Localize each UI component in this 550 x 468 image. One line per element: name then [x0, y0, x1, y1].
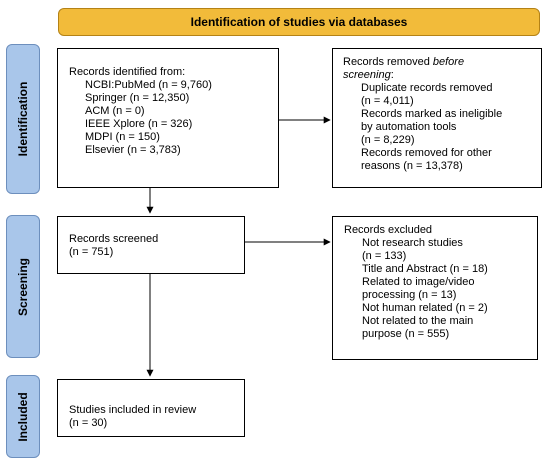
excluded-item: Not research studies — [362, 237, 463, 249]
records-excluded-heading: Records excluded — [344, 224, 433, 236]
records-excluded-box: Records excluded Not research studies (n… — [332, 216, 538, 360]
phase-screening: Screening — [6, 215, 40, 358]
source-item: IEEE Xplore (n = 326) — [85, 118, 193, 130]
records-removed-heading: Records removed before — [343, 56, 465, 68]
excluded-item: Not human related (n = 2) — [362, 302, 488, 314]
excluded-item: (n = 133) — [362, 250, 407, 262]
removed-item: (n = 4,011) — [361, 95, 414, 107]
excluded-item: Not related to the main — [362, 315, 474, 327]
excluded-item: Title and Abstract (n = 18) — [362, 263, 488, 275]
records-identified-box: Records identified from: NCBI:PubMed (n … — [57, 48, 279, 188]
removed-item: Records removed for other — [361, 147, 492, 159]
source-item: Springer (n = 12,350) — [85, 92, 190, 104]
records-screened-box: Records screened (n = 751) — [57, 216, 245, 274]
source-item: Elsevier (n = 3,783) — [85, 144, 181, 156]
removed-item: reasons (n = 13,378) — [361, 160, 463, 172]
removed-item: Duplicate records removed — [361, 82, 493, 94]
phase-identification: Identification — [6, 44, 40, 194]
header-title: Identification of studies via databases — [190, 15, 408, 29]
phase-included: Included — [6, 375, 40, 458]
studies-included-label: Studies included in review — [69, 404, 197, 416]
excluded-item: processing (n = 13) — [362, 289, 457, 301]
excluded-item: Related to image/video — [362, 276, 475, 288]
identification-header: Identification of studies via databases — [58, 8, 540, 36]
records-removed-heading-end: screening: — [343, 69, 394, 81]
records-removed-box: Records removed before screening: Duplic… — [332, 48, 542, 188]
source-item: ACM (n = 0) — [85, 105, 145, 117]
source-item: MDPI (n = 150) — [85, 131, 160, 143]
removed-item: Records marked as ineligible — [361, 108, 503, 120]
records-screened-label: Records screened — [69, 233, 159, 245]
source-item: NCBI:PubMed (n = 9,760) — [85, 79, 212, 91]
records-screened-count: (n = 751) — [69, 246, 114, 258]
studies-included-box: Studies included in review (n = 30) — [57, 379, 245, 437]
removed-item: by automation tools — [361, 121, 457, 133]
studies-included-count: (n = 30) — [69, 417, 108, 429]
excluded-item: purpose (n = 555) — [362, 328, 450, 340]
removed-item: (n = 8,229) — [361, 134, 415, 146]
records-identified-heading: Records identified from: — [69, 66, 186, 78]
